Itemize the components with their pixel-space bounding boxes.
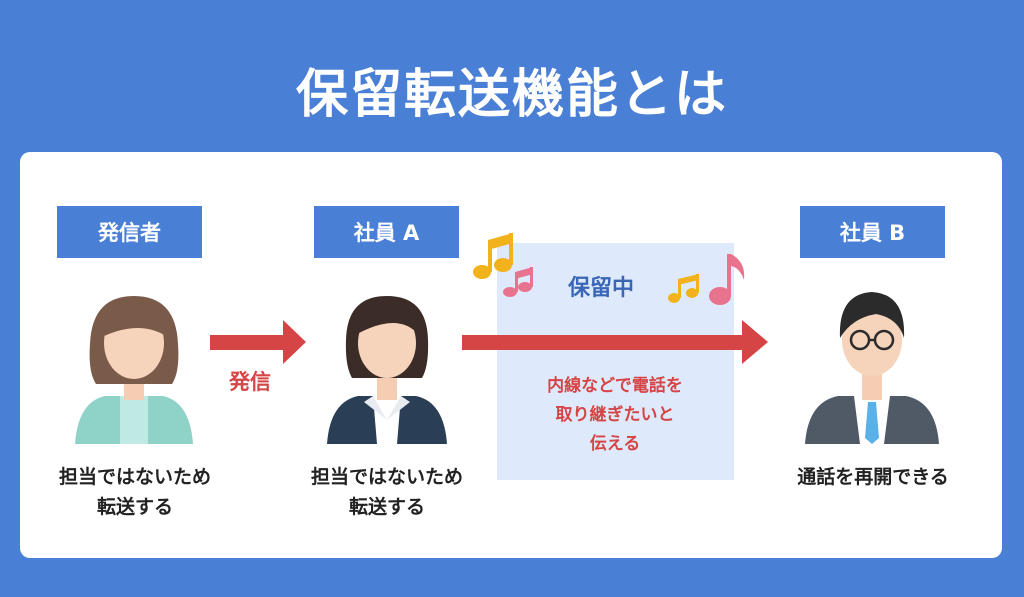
employee-a-person-icon xyxy=(327,296,447,444)
music-note-icon xyxy=(503,267,533,297)
call-arrow xyxy=(210,320,306,364)
music-note-icon xyxy=(709,254,745,305)
caller-caption-line-1: 担当ではないため xyxy=(58,466,211,488)
caller-caption: 担当ではないため 転送する xyxy=(20,462,250,522)
employee-a-caption-line-2: 転送する xyxy=(348,496,425,518)
hold-box xyxy=(497,243,734,480)
hold-line-3: 伝える xyxy=(589,434,641,454)
caller-caption-line-2: 転送する xyxy=(96,496,173,518)
hold-line-1: 内線などで電話を xyxy=(547,376,683,396)
caller-person-icon xyxy=(75,296,193,444)
hold-title: 保留中 xyxy=(567,276,634,301)
employee-a-caption-line-1: 担当ではないため xyxy=(310,466,463,488)
music-note-icon xyxy=(473,233,513,279)
employee-b-person-icon xyxy=(805,292,939,444)
transfer-arrow xyxy=(462,320,768,364)
page-title: 保留転送機能とは xyxy=(295,65,728,125)
hold-line-2: 取り継ぎたいと xyxy=(555,405,675,425)
music-note-icon xyxy=(668,274,699,303)
employee-a-tag: 社員 A xyxy=(314,206,459,258)
employee-b-tag: 社員 B xyxy=(800,206,945,258)
employee-b-caption: 通話を再開できる xyxy=(797,466,949,488)
hold-description: 内線などで電話を 取り継ぎたいと 伝える xyxy=(500,372,730,459)
call-label: 発信 xyxy=(229,370,271,394)
caller-tag: 発信者 xyxy=(57,206,202,258)
employee-a-caption: 担当ではないため 転送する xyxy=(272,462,502,522)
